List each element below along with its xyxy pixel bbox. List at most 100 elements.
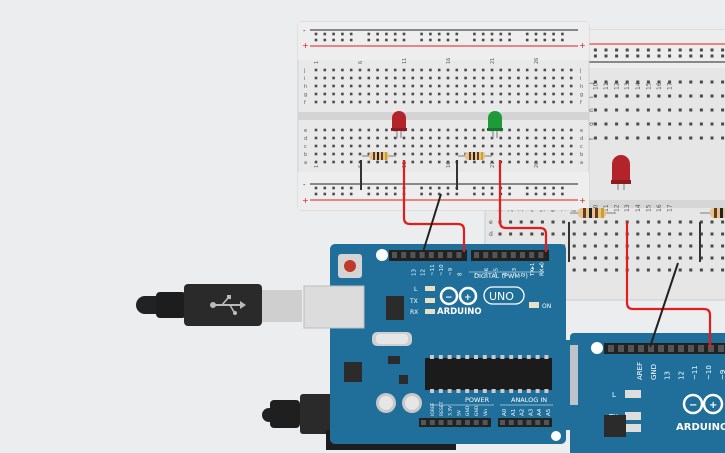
bb1-col-number: 26 xyxy=(534,162,540,168)
b2-pin-label: ~11 xyxy=(691,365,699,380)
reset-button-cap[interactable] xyxy=(344,260,356,272)
analog-pin-label: A2 xyxy=(520,409,526,416)
rail-minus-top: - xyxy=(303,27,306,35)
bb1-row-label: e xyxy=(304,128,307,134)
green-led[interactable] xyxy=(487,111,503,138)
bb2-col-number: 17 xyxy=(667,204,674,212)
bb1-row-label: g xyxy=(304,92,307,98)
bb1-row-label: g xyxy=(580,92,583,98)
power-pin-label: IOREF xyxy=(430,402,436,416)
digital-pin-label: ~10 xyxy=(439,264,445,276)
breadboard-1[interactable]: - + + - + + 11661111161621212626jjeeiidd… xyxy=(297,21,590,211)
bb2-col-number: 14 xyxy=(635,204,642,212)
led-l-label: L xyxy=(414,286,418,293)
digital-pin-label: ~11 xyxy=(430,264,436,276)
digital-header-left xyxy=(389,250,467,261)
bb2-row-label: e xyxy=(489,219,493,226)
bb2-col-number: 12 xyxy=(614,82,621,90)
resistor-2[interactable] xyxy=(458,152,492,160)
bb1-col-number: 11 xyxy=(402,58,408,64)
digital-pin-label: RX◂0 xyxy=(539,262,545,276)
bb1-row-label: d xyxy=(580,136,583,142)
bb2-col-number: 16 xyxy=(656,204,663,212)
digital-pin-label: ~5 xyxy=(493,267,499,276)
wire-black-1[interactable] xyxy=(422,193,442,253)
rail-plus-top: + xyxy=(302,41,309,50)
b2-pin-label: ~10 xyxy=(705,365,713,380)
wire-red-1[interactable] xyxy=(402,160,466,252)
usb-cable-1 xyxy=(136,284,365,329)
b2-pin-label: 13 xyxy=(664,371,672,380)
power-pin-label: 5V xyxy=(456,409,462,416)
bb1-col-number: 6 xyxy=(358,61,364,64)
bb2-col-number: 11 xyxy=(603,82,610,90)
power-label: POWER xyxy=(465,396,490,404)
analog-label: ANALOG IN xyxy=(511,396,547,404)
bb1-col-number: 26 xyxy=(534,58,540,64)
bb1-row-label: f xyxy=(580,100,582,106)
red-led-2[interactable] xyxy=(611,155,631,190)
bb1-col-number: 21 xyxy=(490,58,496,64)
bb2-col-number: 11 xyxy=(603,204,610,212)
power-pin-label: 3.3V xyxy=(448,405,454,416)
power-pin-label: RESET xyxy=(439,401,445,416)
b2-logo: − + xyxy=(682,393,724,415)
analog-pin-label: A5 xyxy=(546,408,552,416)
bb2-row-label: h xyxy=(588,108,595,112)
bb1-row-label: b xyxy=(580,152,583,158)
svg-text:+: + xyxy=(464,293,472,303)
red-led-1[interactable] xyxy=(391,111,407,138)
wire-red-2[interactable] xyxy=(498,160,548,252)
bb2-row-label: g xyxy=(588,122,595,126)
bb1-row-label: j xyxy=(579,68,581,74)
rail-minus-bottom: - xyxy=(303,181,306,189)
rail-plus-bottom: + xyxy=(302,196,309,205)
b2-pin-label: AREF xyxy=(636,362,644,380)
bb1-row-label: b xyxy=(304,152,307,158)
analog-pin-label: A1 xyxy=(511,409,517,416)
b2-pin-label: ~9 xyxy=(719,370,725,380)
arduino-brand: ARDUINO xyxy=(437,307,482,317)
resistor-3[interactable] xyxy=(570,208,616,218)
bb1-row-label: c xyxy=(580,144,583,150)
wire-black-2[interactable] xyxy=(649,262,679,348)
analog-pin-label: A3 xyxy=(528,408,534,416)
power-pin-label: Vin xyxy=(483,409,489,416)
digital-pin-label: TX▸1 xyxy=(530,263,536,277)
bb1-col-number: 16 xyxy=(446,162,452,168)
on-label: ON xyxy=(542,303,551,310)
bb1-col-number: 1 xyxy=(314,165,320,168)
bb2-col-number: 13 xyxy=(624,82,631,90)
digital-pin-label: 8 xyxy=(457,272,463,276)
bb1-row-label: a xyxy=(580,160,583,166)
led-rx-label: RX xyxy=(410,309,418,316)
svg-text:−: − xyxy=(445,293,453,303)
bb1-col-number: 1 xyxy=(314,61,320,64)
bb1-row-label: j xyxy=(303,68,305,74)
analog-pin-label: A4 xyxy=(537,408,543,416)
b2-pin-label: 12 xyxy=(677,371,685,380)
svg-text:+: + xyxy=(709,400,717,411)
b2-pin-label: GND xyxy=(650,364,658,380)
bb2-col-number: 10 xyxy=(592,82,599,90)
bb1-col-number: 21 xyxy=(490,162,496,168)
microcontroller-chip xyxy=(425,358,552,390)
digital-label: DIGITAL (PWM~) xyxy=(474,272,528,280)
digital-pin-label: 4 xyxy=(503,272,509,276)
resistor-4[interactable] xyxy=(700,208,725,218)
bb1-row-label: c xyxy=(304,144,307,150)
resistor-1[interactable] xyxy=(362,152,396,160)
bb2-col-number: 15 xyxy=(645,82,652,90)
wire-red-3[interactable] xyxy=(625,222,712,347)
digital-pin-label: ~6 xyxy=(484,267,490,276)
digital-pin-label: 13 xyxy=(411,269,417,276)
b2-brand: ARDUINO xyxy=(676,422,725,433)
rail-plus-top-right: + xyxy=(579,41,586,50)
power-pin-label: GND xyxy=(465,405,471,416)
arduino-logo-icon: − + xyxy=(439,286,478,306)
usb-icon xyxy=(210,295,246,315)
